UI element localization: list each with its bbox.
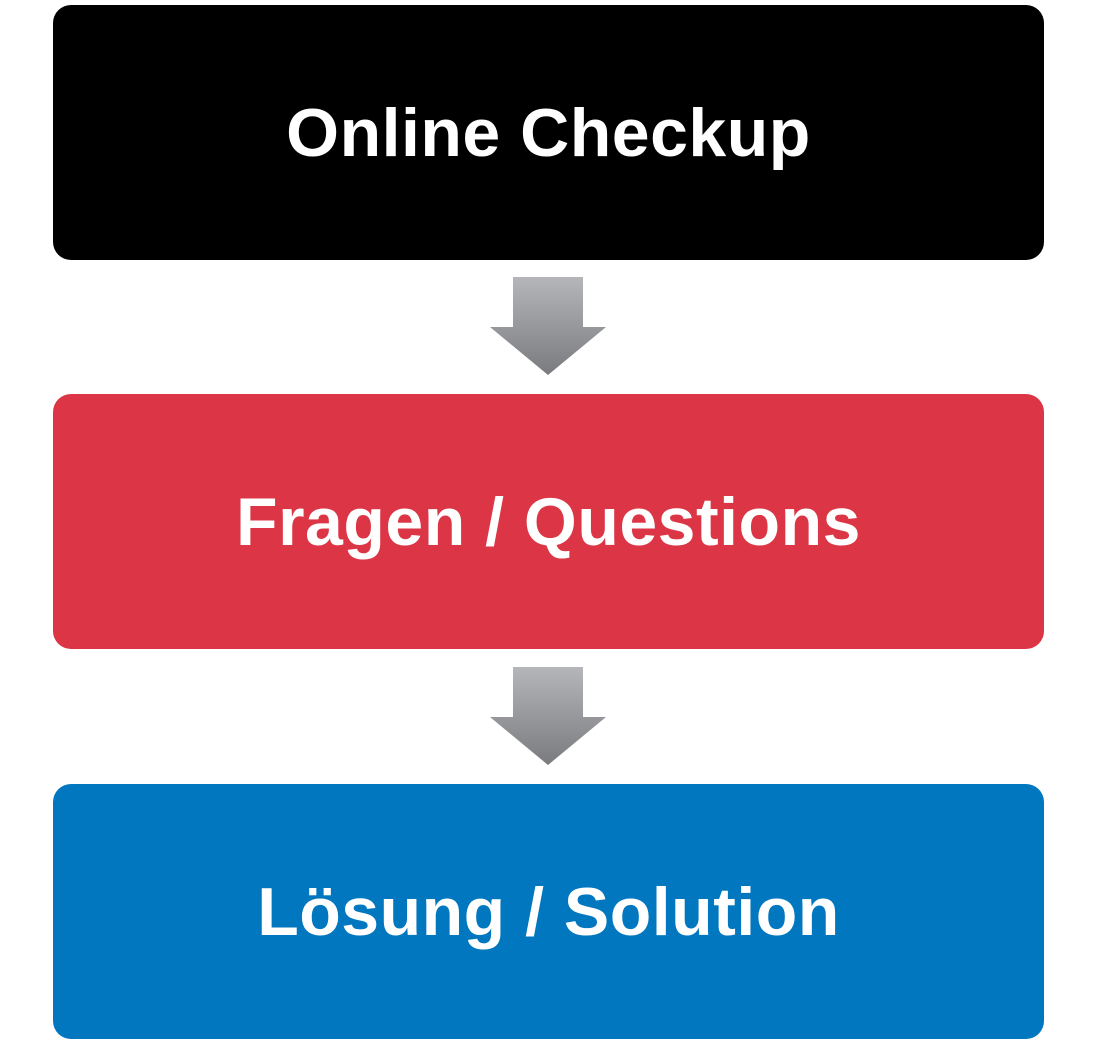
step-label: Lösung / Solution [257, 873, 840, 950]
step-online-checkup: Online Checkup [53, 5, 1044, 260]
step-questions: Fragen / Questions [53, 394, 1044, 649]
step-label: Fragen / Questions [236, 483, 861, 560]
down-arrow-icon [490, 667, 606, 765]
step-solution: Lösung / Solution [53, 784, 1044, 1039]
down-arrow-icon [490, 277, 606, 375]
step-label: Online Checkup [286, 94, 811, 171]
